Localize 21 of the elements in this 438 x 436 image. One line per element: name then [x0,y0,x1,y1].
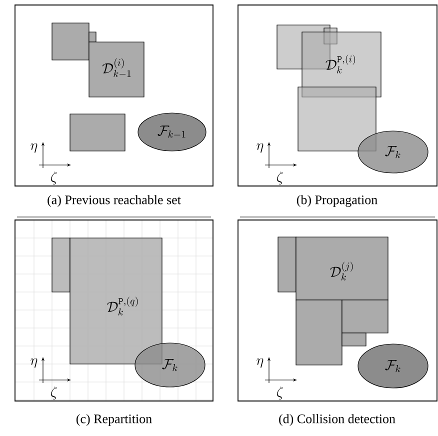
set-box [70,114,126,152]
axis-label: $\zeta$ [51,172,58,185]
axis-label: $\eta$ [30,143,38,153]
axis-label: $\zeta$ [277,386,284,400]
set-box [88,32,96,42]
set-box [52,238,70,292]
set-box: $\mathcal{D}_{k-1}^{(i)}$ [88,42,144,98]
set-box [342,332,366,346]
axis-label: $\zeta$ [277,172,284,185]
node-label: (b) Propagation [296,195,378,207]
axis-label: $\eta$ [256,358,264,368]
set-box [278,236,296,292]
set-box [52,22,90,60]
axis-label: $\zeta$ [51,386,58,400]
axis-label: $\eta$ [256,143,264,153]
set-box [298,86,376,152]
node-label: (a) Previous reachable set [48,195,181,207]
node-label: (d) Collision detection [279,414,396,426]
axis-label: $\eta$ [30,358,38,368]
set-box [296,300,342,366]
node-label: (c) Repartition [76,414,152,426]
